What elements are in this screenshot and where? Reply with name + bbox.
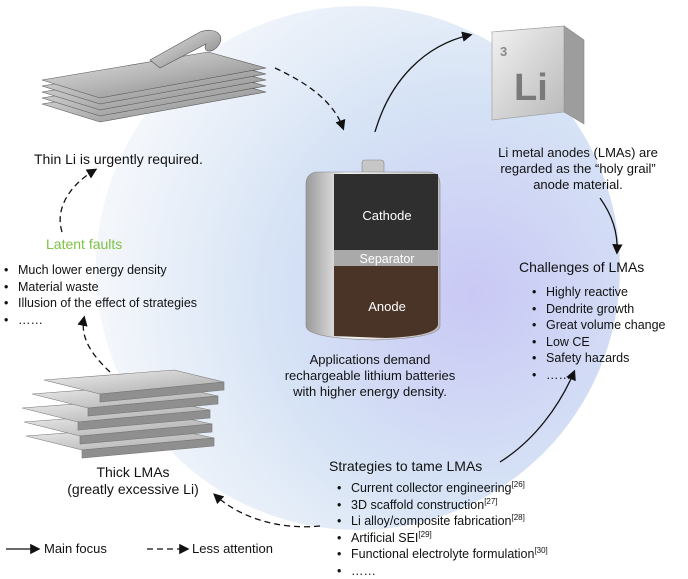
strategy-text: Artificial SEI xyxy=(351,531,418,545)
applications-text: Applications demand rechargeable lithium… xyxy=(270,352,470,400)
li-symbol: Li xyxy=(514,67,548,109)
strategy-text: Current collector engineering xyxy=(351,481,512,495)
latent-fault-item: Illusion of the effect of strategies xyxy=(4,295,197,312)
legend-main-focus: Main focus xyxy=(44,541,107,557)
challenge-item: Safety hazards xyxy=(532,350,666,367)
strategy-text: Functional electrolyte formulation xyxy=(351,547,534,561)
strategy-item: Current collector engineering[26] xyxy=(337,480,548,497)
latent-fault-item: Material waste xyxy=(4,279,197,296)
strategy-item: Artificial SEI[29] xyxy=(337,530,548,547)
applications-line-1: Applications demand xyxy=(270,352,470,368)
strategy-item: Li alloy/composite fabrication[28] xyxy=(337,513,548,530)
li-atomic-number: 3 xyxy=(500,44,507,59)
strategies-title: Strategies to tame LMAs xyxy=(329,458,482,474)
challenge-item: …… xyxy=(532,367,666,384)
thick-lmas-line-2: (greatly excessive Li) xyxy=(38,481,228,498)
challenges-title: Challenges of LMAs xyxy=(519,259,644,275)
strategy-ref: [27] xyxy=(484,496,497,505)
thick-lmas-line-1: Thick LMAs xyxy=(38,464,228,481)
dashed-arrow-latent-to-thin xyxy=(60,170,95,232)
applications-line-2: rechargeable lithium batteries xyxy=(270,368,470,384)
challenge-item: Low CE xyxy=(532,334,666,351)
challenge-item: Highly reactive xyxy=(532,284,666,301)
lma-line-3: anode material. xyxy=(488,177,668,193)
latent-faults-list: Much lower energy density Material waste… xyxy=(4,262,197,328)
lma-holy-grail-text: Li metal anodes (LMAs) are regarded as t… xyxy=(488,145,668,193)
legend-less-attention: Less attention xyxy=(192,541,273,557)
battery-cell-illustration: Cathode Separator Anode xyxy=(296,154,446,344)
latent-fault-item: …… xyxy=(4,312,197,329)
li-element-cube: 3 Li xyxy=(484,22,590,132)
strategy-ref: [30] xyxy=(534,546,547,555)
challenge-item: Dendrite growth xyxy=(532,301,666,318)
strategies-list: Current collector engineering[26] 3D sca… xyxy=(337,480,548,579)
applications-line-3: with higher energy density. xyxy=(270,384,470,400)
strategy-ref: [28] xyxy=(512,513,525,522)
strategy-item: …… xyxy=(337,563,548,579)
strategy-ref: [26] xyxy=(512,480,525,489)
thick-lmas-text: Thick LMAs (greatly excessive Li) xyxy=(38,464,228,498)
lma-line-1: Li metal anodes (LMAs) are xyxy=(488,145,668,161)
thin-li-required-text: Thin Li is urgently required. xyxy=(34,151,203,167)
challenges-list: Highly reactive Dendrite growth Great vo… xyxy=(532,284,666,383)
latent-fault-item: Much lower energy density xyxy=(4,262,197,279)
latent-faults-title: Latent faults xyxy=(46,236,122,252)
challenge-item: Great volume change xyxy=(532,317,666,334)
strategy-ref: [29] xyxy=(418,529,431,538)
strategy-text: Li alloy/composite fabrication xyxy=(351,514,512,528)
cathode-label: Cathode xyxy=(362,208,411,223)
separator-label: Separator xyxy=(360,252,415,266)
thin-li-sheets-illustration xyxy=(30,26,280,136)
lma-line-2: regarded as the “holy grail” xyxy=(488,161,668,177)
anode-label: Anode xyxy=(368,299,406,314)
strategy-text: …… xyxy=(351,564,376,578)
thick-lma-slabs-illustration xyxy=(18,364,228,474)
strategy-item: Functional electrolyte formulation[30] xyxy=(337,546,548,563)
strategy-item: 3D scaffold construction[27] xyxy=(337,497,548,514)
strategy-text: 3D scaffold construction xyxy=(351,498,484,512)
